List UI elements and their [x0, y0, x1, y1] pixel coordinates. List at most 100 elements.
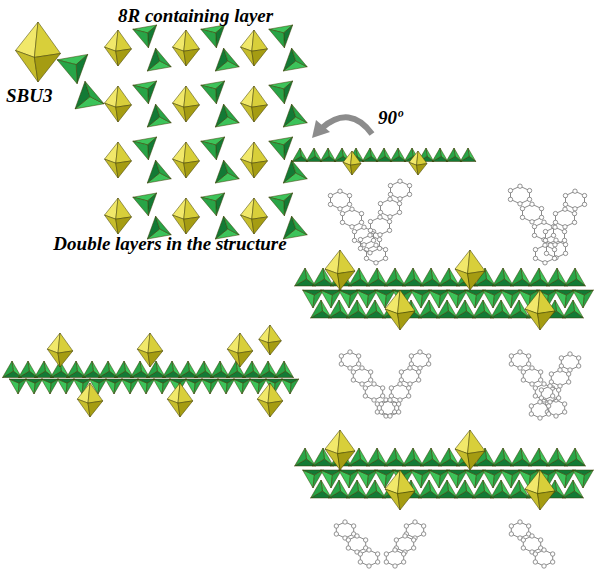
tetrahedron — [215, 160, 239, 183]
polyhedron-face — [238, 333, 253, 353]
polyhedron-face — [148, 333, 163, 353]
polyhedron-face — [105, 47, 119, 66]
polyhedron-face — [195, 361, 206, 378]
tetrahedron — [195, 361, 214, 378]
tetrahedron — [83, 361, 102, 378]
tetrahedron — [421, 268, 442, 286]
polyhedron-face — [201, 85, 217, 104]
polyhedron-face — [320, 148, 329, 162]
tetrahedron — [419, 300, 440, 318]
tetrahedron — [365, 300, 386, 318]
polyhedron-face — [201, 197, 217, 216]
tetrahedron — [320, 148, 336, 162]
polyhedron-face — [306, 148, 315, 162]
polyhedron-face — [257, 399, 270, 417]
octahedron — [105, 198, 132, 234]
tetrahedron — [217, 379, 234, 394]
polyhedron-face — [148, 193, 157, 216]
polyhedron-face — [529, 448, 541, 466]
polyhedron-face — [173, 103, 187, 122]
polyhedron-face — [376, 148, 385, 162]
polyhedron-face — [148, 81, 157, 104]
polyhedron-face — [563, 480, 575, 498]
organic-template — [521, 534, 543, 554]
polyhedron-face — [34, 22, 60, 57]
polyhedron-face — [211, 361, 222, 378]
polyhedron-face — [419, 480, 431, 498]
polyhedron-face — [184, 217, 200, 234]
organic-template — [352, 225, 375, 247]
tetrahedron — [201, 193, 225, 216]
polyhedron-face — [491, 300, 503, 318]
organic-template — [388, 179, 411, 201]
octahedron — [105, 142, 132, 178]
polyhedron-face — [511, 268, 523, 286]
polyhedron-face — [334, 148, 343, 162]
polyhedron-face — [227, 361, 238, 378]
organic-template — [328, 189, 351, 211]
polyhedron-face — [227, 349, 240, 367]
tetrahedron — [281, 379, 298, 394]
organic-template — [368, 215, 391, 237]
tetrahedron — [233, 379, 250, 394]
polyhedron-face — [18, 379, 27, 394]
octahedron — [343, 151, 361, 175]
polyhedron-face — [295, 268, 307, 286]
polyhedron-face — [116, 198, 132, 219]
polyhedron-face — [362, 148, 371, 162]
polyhedron-face — [259, 361, 270, 378]
polyhedron-face — [538, 311, 555, 330]
tetrahedron — [269, 81, 293, 104]
polyhedron-face — [583, 290, 593, 308]
polyhedron-face — [347, 300, 359, 318]
polyhedron-face — [509, 300, 521, 318]
polyhedron-face — [201, 29, 217, 48]
octahedron — [325, 250, 355, 290]
polyhedron-face — [455, 480, 467, 498]
polyhedron-face — [76, 54, 88, 83]
polyhedron-face — [47, 349, 60, 367]
section-title: Double layers in the structure — [45, 232, 295, 256]
octahedron — [16, 22, 61, 82]
polyhedron-face — [292, 160, 308, 179]
polyhedron-face — [116, 142, 132, 163]
polyhedron-face — [292, 148, 301, 162]
polyhedron-face — [417, 151, 427, 165]
tetrahedron — [75, 81, 104, 109]
tetrahedron — [67, 361, 86, 378]
polyhedron-face — [105, 215, 119, 234]
octahedron — [257, 383, 283, 417]
polyhedron-face — [292, 104, 308, 123]
polyhedron-face — [115, 361, 126, 378]
polyhedron-face — [184, 198, 200, 219]
polyhedron-face — [439, 448, 451, 466]
polyhedron-face — [148, 137, 157, 160]
organic-template — [520, 202, 543, 224]
tetrahedron — [376, 148, 392, 162]
polyhedron-face — [351, 164, 361, 175]
polyhedron-face — [184, 30, 200, 51]
octahedron — [325, 430, 355, 470]
tetrahedron — [99, 361, 118, 378]
polyhedron-face — [133, 141, 149, 160]
polyhedron-face — [284, 81, 293, 104]
tetrahedron — [259, 361, 278, 378]
polyhedron-face — [455, 269, 470, 290]
organic-template — [545, 398, 567, 418]
polyhedron-face — [455, 300, 467, 318]
polyhedron-face — [284, 137, 293, 160]
tetrahedron — [133, 137, 157, 160]
polyhedron-face — [201, 141, 217, 160]
polyhedron-face — [116, 86, 132, 107]
polyhedron-face — [343, 162, 352, 175]
organic-template — [529, 400, 551, 420]
organic-template — [509, 520, 531, 540]
organic-template — [378, 197, 401, 219]
polyhedron-face — [292, 48, 308, 67]
tetrahedron — [511, 448, 532, 466]
tetrahedron — [269, 137, 293, 160]
polyhedron-face — [385, 448, 397, 466]
tetrahedron — [446, 148, 462, 162]
polyhedron-face — [163, 361, 174, 378]
